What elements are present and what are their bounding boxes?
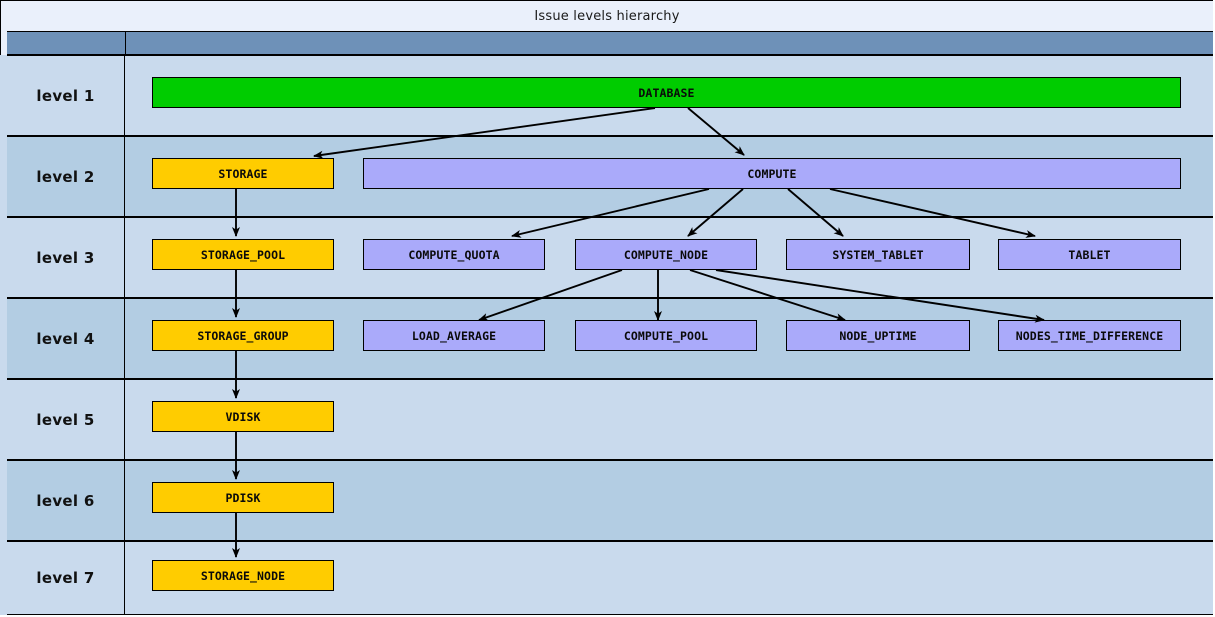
node-database[interactable]: DATABASE bbox=[152, 77, 1181, 108]
node-vdisk[interactable]: VDISK bbox=[152, 401, 334, 432]
level-row-5: level 5 VDISK bbox=[7, 379, 1213, 460]
level-label-1: level 1 bbox=[7, 56, 125, 135]
level-row-3: level 3 STORAGE_POOL COMPUTE_QUOTA COMPU… bbox=[7, 217, 1213, 298]
level-content-6: PDISK bbox=[125, 461, 1213, 540]
node-storage-label: STORAGE bbox=[218, 166, 268, 181]
level-label-4: level 4 bbox=[7, 299, 125, 378]
node-compute-pool[interactable]: COMPUTE_POOL bbox=[575, 320, 757, 351]
node-database-label: DATABASE bbox=[638, 85, 695, 100]
node-tablet[interactable]: TABLET bbox=[998, 239, 1181, 270]
node-storage-node[interactable]: STORAGE_NODE bbox=[152, 560, 334, 591]
node-pdisk-label: PDISK bbox=[225, 490, 261, 505]
level-row-7: level 7 STORAGE_NODE bbox=[7, 541, 1213, 615]
level-row-4: level 4 STORAGE_GROUP LOAD_AVERAGE COMPU… bbox=[7, 298, 1213, 379]
node-system-tablet-label: SYSTEM_TABLET bbox=[832, 247, 924, 262]
node-tablet-label: TABLET bbox=[1068, 247, 1111, 262]
level-content-3: STORAGE_POOL COMPUTE_QUOTA COMPUTE_NODE … bbox=[125, 218, 1213, 297]
node-storage-group-label: STORAGE_GROUP bbox=[197, 328, 289, 343]
level-content-2: STORAGE COMPUTE bbox=[125, 137, 1213, 216]
node-node-uptime-label: NODE_UPTIME bbox=[839, 328, 917, 343]
level-label-7: level 7 bbox=[7, 542, 125, 614]
level-row-6: level 6 PDISK bbox=[7, 460, 1213, 541]
level-label-6: level 6 bbox=[7, 461, 125, 540]
level-label-3: level 3 bbox=[7, 218, 125, 297]
node-compute-label: COMPUTE bbox=[747, 166, 797, 181]
node-system-tablet[interactable]: SYSTEM_TABLET bbox=[786, 239, 970, 270]
node-compute-node-label: COMPUTE_NODE bbox=[623, 247, 709, 262]
level-label-5: level 5 bbox=[7, 380, 125, 459]
node-node-uptime[interactable]: NODE_UPTIME bbox=[786, 320, 970, 351]
node-nodes-time-difference[interactable]: NODES_TIME_DIFFERENCE bbox=[998, 320, 1181, 351]
node-storage[interactable]: STORAGE bbox=[152, 158, 334, 189]
node-storage-node-label: STORAGE_NODE bbox=[200, 568, 286, 583]
node-storage-pool[interactable]: STORAGE_POOL bbox=[152, 239, 334, 270]
node-storage-group[interactable]: STORAGE_GROUP bbox=[152, 320, 334, 351]
node-load-average-label: LOAD_AVERAGE bbox=[411, 328, 497, 343]
level-content-1: DATABASE bbox=[125, 56, 1213, 135]
node-pdisk[interactable]: PDISK bbox=[152, 482, 334, 513]
diagram-title-text: Issue levels hierarchy bbox=[534, 8, 680, 24]
node-compute-quota[interactable]: COMPUTE_QUOTA bbox=[363, 239, 545, 270]
level-content-7: STORAGE_NODE bbox=[125, 542, 1213, 614]
header-band bbox=[7, 31, 1213, 55]
level-content-4: STORAGE_GROUP LOAD_AVERAGE COMPUTE_POOL … bbox=[125, 299, 1213, 378]
node-compute-quota-label: COMPUTE_QUOTA bbox=[408, 247, 500, 262]
diagram-title: Issue levels hierarchy bbox=[1, 1, 1213, 31]
node-compute-pool-label: COMPUTE_POOL bbox=[623, 328, 709, 343]
level-content-5: VDISK bbox=[125, 380, 1213, 459]
level-label-2: level 2 bbox=[7, 137, 125, 216]
level-row-1: level 1 DATABASE bbox=[7, 55, 1213, 136]
level-row-2: level 2 STORAGE COMPUTE bbox=[7, 136, 1213, 217]
node-compute[interactable]: COMPUTE bbox=[363, 158, 1181, 189]
node-vdisk-label: VDISK bbox=[225, 409, 261, 424]
node-compute-node[interactable]: COMPUTE_NODE bbox=[575, 239, 757, 270]
node-storage-pool-label: STORAGE_POOL bbox=[200, 247, 286, 262]
node-load-average[interactable]: LOAD_AVERAGE bbox=[363, 320, 545, 351]
node-nodes-time-difference-label: NODES_TIME_DIFFERENCE bbox=[1015, 328, 1164, 343]
header-band-divider bbox=[125, 31, 126, 55]
